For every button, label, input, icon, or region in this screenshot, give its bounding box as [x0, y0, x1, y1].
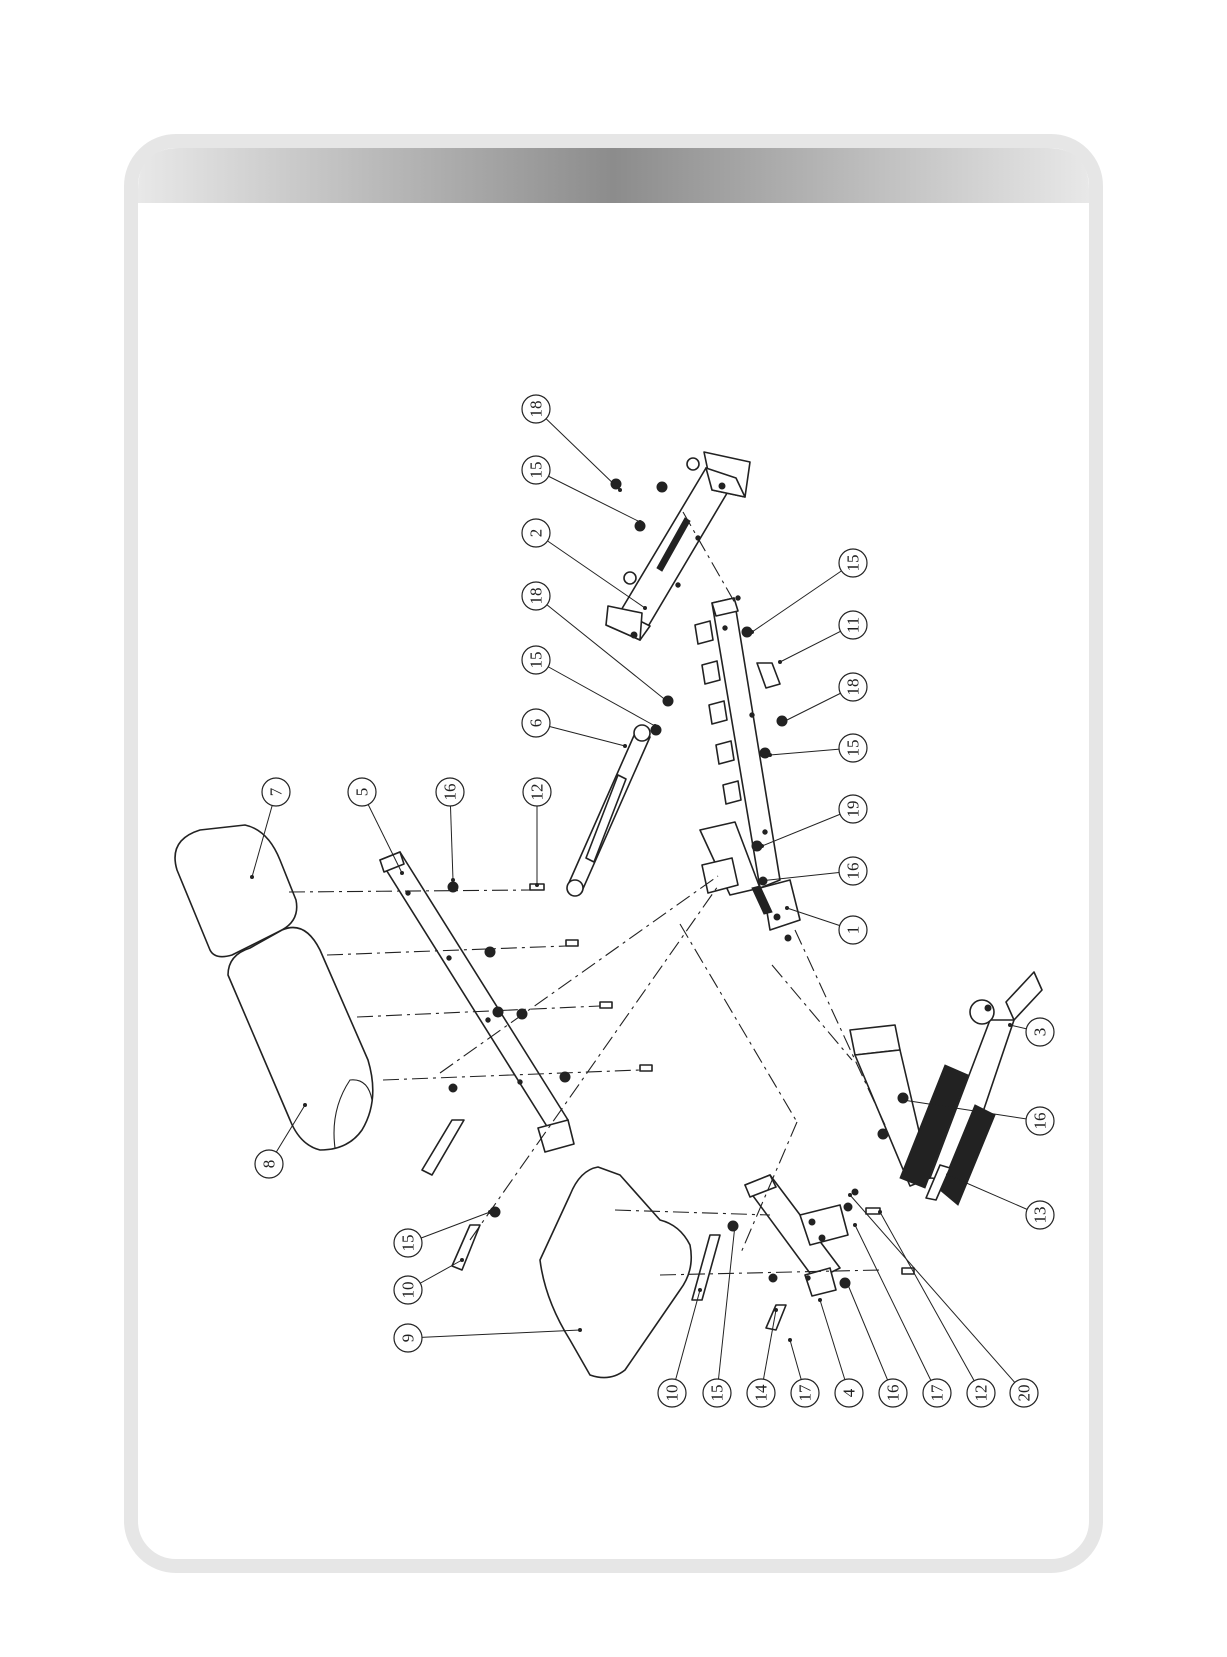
callout-leader-dot: [774, 1308, 778, 1312]
callout-number: 18: [844, 679, 863, 696]
callout-leader-dot: [460, 1258, 464, 1262]
callout-number: 15: [527, 462, 546, 479]
callout-leader-dot: [535, 883, 539, 887]
callout-number: 15: [527, 652, 546, 669]
callout-number: 8: [260, 1160, 279, 1169]
callout-leader-dot: [653, 724, 657, 728]
callout-leader-dot: [733, 1223, 737, 1227]
callout-number: 1: [844, 926, 863, 935]
callout-leader-dot: [783, 719, 787, 723]
callout-number: 9: [399, 1334, 418, 1343]
callout-number: 7: [267, 787, 286, 796]
callout-leader-dot: [623, 744, 627, 748]
callout-leader-dot: [785, 906, 789, 910]
callout-leader-dot: [878, 1210, 882, 1214]
callout-number: 18: [527, 401, 546, 418]
callout-number: 4: [840, 1388, 859, 1397]
callout-leader-dot: [643, 606, 647, 610]
callout-number: 15: [844, 740, 863, 757]
callout-number: 6: [527, 719, 546, 728]
callout-leader-dot: [638, 520, 642, 524]
callout-leader-dot: [698, 1288, 702, 1292]
callout-leader-dot: [848, 1193, 852, 1197]
callout-leader-dot: [1008, 1023, 1012, 1027]
callout-number: 17: [796, 1384, 815, 1402]
callout-number: 16: [844, 863, 863, 880]
callout-leader-dot: [488, 1210, 492, 1214]
callout-leader-dot: [846, 1283, 850, 1287]
callout-number: 12: [528, 784, 547, 801]
callout-leader-dot: [788, 1338, 792, 1342]
callout-leader-dot: [760, 844, 764, 848]
callout-leader-dot: [618, 488, 622, 492]
callout-number: 20: [1015, 1385, 1034, 1402]
header-band: [138, 148, 1089, 203]
callout-number: 19: [844, 801, 863, 818]
callout-leader-dot: [758, 879, 762, 883]
callout-number: 15: [844, 555, 863, 572]
callout-number: 16: [1031, 1113, 1050, 1130]
callout-leader-dot: [666, 700, 670, 704]
callout-number: 15: [708, 1385, 727, 1402]
callout-number: 2: [527, 529, 546, 538]
callout-leader-dot: [853, 1223, 857, 1227]
callout-number: 14: [752, 1384, 771, 1402]
callout-number: 15: [399, 1235, 418, 1252]
callout-leader-dot: [578, 1328, 582, 1332]
callout-number: 16: [441, 784, 460, 801]
callout-number: 11: [844, 617, 863, 633]
callout-number: 13: [1031, 1207, 1050, 1224]
callout-number: 10: [399, 1282, 418, 1299]
callout-leader-dot: [778, 660, 782, 664]
callout-leader-dot: [818, 1298, 822, 1302]
callout-number: 16: [884, 1385, 903, 1402]
callout-number: 5: [353, 788, 372, 797]
callout-number: 17: [928, 1384, 947, 1402]
callout-leader-dot: [946, 1173, 950, 1177]
callout-leader-dot: [901, 1098, 905, 1102]
callout-leader-dot: [400, 871, 404, 875]
callout-leader-dot: [750, 630, 754, 634]
callout-leader-dot: [303, 1103, 307, 1107]
callout-leader-dot: [451, 878, 455, 882]
callout-number: 12: [972, 1385, 991, 1402]
callout-leader-dot: [250, 875, 254, 879]
callout-leader-dot: [768, 753, 772, 757]
callout-number: 3: [1031, 1028, 1050, 1037]
callout-number: 18: [527, 588, 546, 605]
callout-number: 10: [663, 1385, 682, 1402]
